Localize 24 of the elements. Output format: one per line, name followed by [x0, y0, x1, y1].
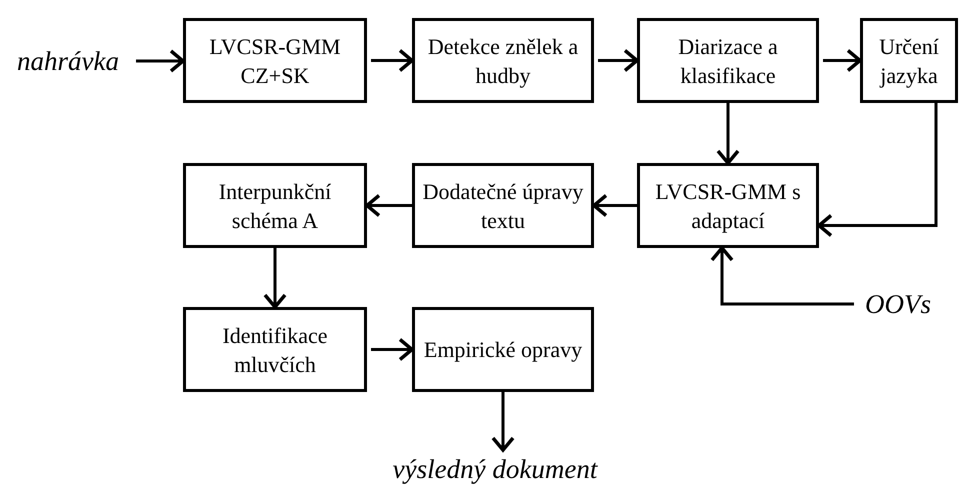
- arrow: [136, 49, 185, 73]
- terminal-label: nahrávka: [17, 46, 119, 76]
- process-box: LVCSR-GMM CZ+SK: [183, 18, 367, 103]
- arrow: [598, 48, 639, 72]
- terminal-label: OOVs: [865, 288, 931, 320]
- process-box: Identifikace mluvčích: [183, 307, 367, 392]
- process-box: Dodatečné úpravy textu: [412, 163, 594, 248]
- arrow: [491, 392, 515, 452]
- arrow: [817, 103, 938, 238]
- arrow: [263, 248, 287, 309]
- process-box: Detekce znělek a hudby: [412, 18, 594, 103]
- arrow: [592, 194, 637, 218]
- arrow: [823, 48, 862, 72]
- terminal-label: výsledný dokument: [392, 454, 598, 484]
- process-box: Empirické opravy: [412, 307, 594, 392]
- process-box: LVCSR-GMM s adaptací: [637, 163, 819, 248]
- process-box: Interpunkční schéma A: [183, 163, 367, 248]
- arrow: [371, 338, 414, 362]
- arrow: [365, 194, 412, 218]
- arrow: [716, 103, 740, 165]
- process-box: Určení jazyka: [860, 18, 958, 103]
- process-box: Diarizace a klasifikace: [637, 18, 819, 103]
- arrow: [371, 48, 414, 72]
- arrow: [710, 246, 854, 306]
